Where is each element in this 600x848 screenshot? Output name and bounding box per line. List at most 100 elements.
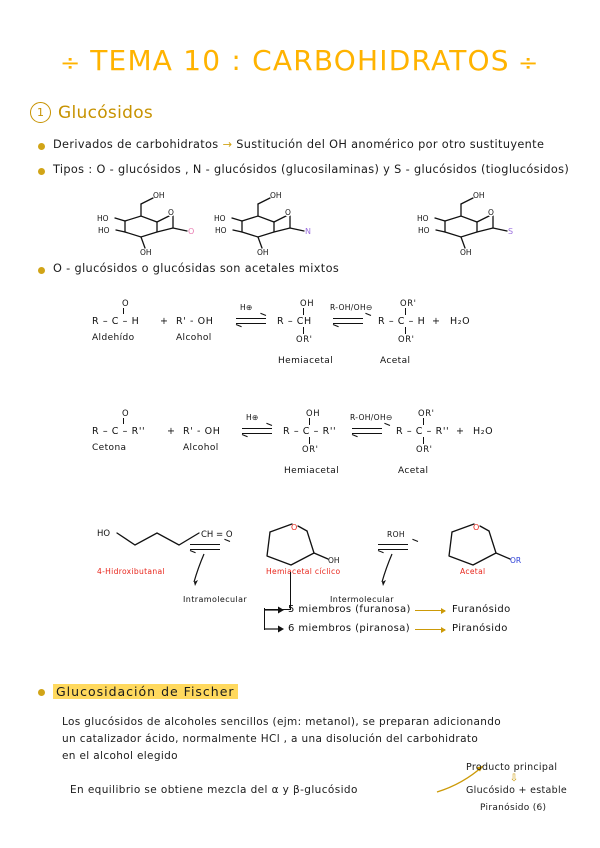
sugar-structure-o: OH HO HO OH O O O [95, 191, 220, 258]
intramolecular-label: Intramolecular [183, 595, 248, 604]
svg-text:HO: HO [417, 214, 429, 223]
cyclic-acetal-structure: O OR [440, 520, 550, 572]
water-label: H₂O [473, 426, 494, 437]
branch-2-members: 6 miembros (piranosa) [288, 623, 411, 634]
arrow2-label: R-OH/OH⊖ [330, 303, 373, 312]
svg-text:O: O [168, 208, 174, 217]
bond-line [423, 418, 424, 425]
svg-text:O: O [285, 208, 291, 217]
svg-text:O: O [168, 208, 174, 217]
mid-formula: R – C – R'' [283, 426, 337, 437]
r2-formula: R' - OH [176, 316, 214, 327]
branch-arrow-1 [265, 606, 284, 614]
r1-name: Cetona [92, 443, 127, 453]
mid-formula: R – CH [277, 316, 312, 327]
bullet-dot [38, 143, 45, 150]
bullet-1-text-a: Derivados de carbohidratos [53, 138, 219, 151]
bullet-fischer: Glucosidación de Fischer [38, 684, 238, 699]
arrow-icon: → [222, 138, 233, 151]
plus-sign-2: + [456, 426, 465, 437]
svg-text:OH: OH [257, 248, 269, 257]
svg-text:OH: OH [473, 191, 485, 200]
section-title: Glucósidos [58, 102, 154, 123]
mid-bottom: OR' [296, 334, 313, 344]
equilibrium-arrow-cycl-1 [189, 538, 231, 554]
branch-1-arrow [415, 608, 446, 614]
branch-1-result: Furanósido [452, 604, 511, 615]
bullet-dot [38, 267, 45, 274]
callout-line-2: Glucósido + estable [466, 785, 568, 796]
prod-formula: R – C – R'' [396, 426, 450, 437]
svg-text:OH: OH [153, 191, 165, 200]
branch-1-members: 5 miembros (furanosa) [288, 604, 411, 615]
svg-text:O: O [473, 523, 479, 532]
intermolecular-pointer [381, 553, 393, 586]
prod-bottom: OR' [398, 334, 415, 344]
svg-text:OH: OH [328, 556, 340, 565]
svg-text:O: O [285, 208, 291, 217]
r1-top-o: O [122, 408, 130, 418]
equilibrium-arrow-1 [235, 312, 267, 328]
acetal-scheme-row-ketone: O R – C – R'' Cetona + R' - OH Alcohol H… [0, 408, 600, 490]
water-label: H₂O [450, 316, 471, 327]
sugar-structure-s: OH HO HO OH O O S [415, 191, 540, 258]
chain-name: 4-Hidroxibutanal [97, 567, 165, 576]
bullet-3-text: O - glucósidos o glucósidas son acetales… [53, 262, 340, 275]
svg-text:O: O [291, 523, 297, 532]
prod-top: OR' [400, 298, 417, 308]
r2-name: Alcohol [176, 333, 212, 343]
acetal-scheme-row-aldehyde: O R – C – H Aldehído + R' - OH Alcohol H… [0, 298, 600, 380]
title-deco-left: ÷ [60, 51, 83, 76]
plus-sign-1: + [160, 316, 169, 327]
double-bond-mark [123, 418, 124, 424]
prod-top: OR' [418, 408, 435, 418]
r2-formula: R' - OH [183, 426, 221, 437]
branch-stem [290, 572, 291, 610]
bond-line [303, 327, 304, 334]
paragraph-line-1: Los glucósidos de alcoholes sencillos (e… [62, 716, 502, 728]
section-heading: 1 Glucósidos [30, 102, 153, 123]
branch-2-arrow [415, 627, 446, 633]
mid-top: OH [300, 298, 315, 308]
page-title: ÷ TEMA 10 : CARBOHIDRATOS ÷ [0, 44, 600, 77]
bullet-acetales: O - glucósidos o glucósidas son acetales… [38, 262, 339, 275]
bond-line [309, 418, 310, 425]
branch-2-result: Piranósido [452, 623, 508, 634]
plus-sign-1: + [167, 426, 176, 437]
bullet-derivados: Derivados de carbohidratos → Sustitución… [38, 138, 544, 151]
cyclic-hemiacetal-structure: O OH [258, 520, 368, 572]
svg-text:CH = O: CH = O [201, 530, 233, 540]
double-bond-mark [123, 308, 124, 314]
r1-formula: R – C – R'' [92, 426, 146, 437]
r1-formula: R – C – H [92, 316, 140, 327]
roh-label: ROH [387, 530, 405, 539]
callout-line-1: Producto principal [466, 762, 558, 773]
bullet-dot [38, 168, 45, 175]
bond-line [405, 327, 406, 334]
svg-text:HO: HO [418, 226, 430, 235]
substituent-s: S [508, 227, 513, 236]
fischer-callout: Producto principal ⇩ Glucósido + estable… [466, 762, 567, 813]
svg-text:HO: HO [97, 529, 110, 539]
mid-bottom: OR' [302, 444, 319, 454]
r2-name: Alcohol [183, 443, 219, 453]
paragraph-line-2: un catalizador ácido, normalmente HCl , … [62, 733, 479, 745]
mid-top: OH [306, 408, 321, 418]
equilibrium-arrow-2 [351, 422, 391, 438]
substituent-o: O [188, 227, 194, 236]
callout-line-3: Piranósido (6) [480, 803, 547, 813]
bond-line [423, 437, 424, 444]
section-number-badge: 1 [30, 102, 51, 123]
hemiacetal-ciclico-name: Hemiacetal cíclico [266, 567, 341, 576]
branch-arrow-2 [265, 625, 284, 633]
intramolecular-pointer [193, 553, 205, 586]
bond-line [405, 308, 406, 315]
fischer-paragraph: Los glucósidos de alcoholes sencillos (e… [62, 714, 562, 765]
cyclization-scheme: HO CH = O 4-Hidroxibutanal Intramolecula… [0, 520, 600, 670]
equilibrium-sentence: En equilibrio se obtiene mezcla del α y … [70, 784, 358, 796]
acetal-name: Acetal [460, 567, 486, 576]
plus-sign-2: + [432, 316, 441, 327]
prod-name: Acetal [398, 466, 429, 476]
r1-name: Aldehído [92, 333, 135, 343]
open-chain-structure: HO CH = O [95, 520, 265, 565]
